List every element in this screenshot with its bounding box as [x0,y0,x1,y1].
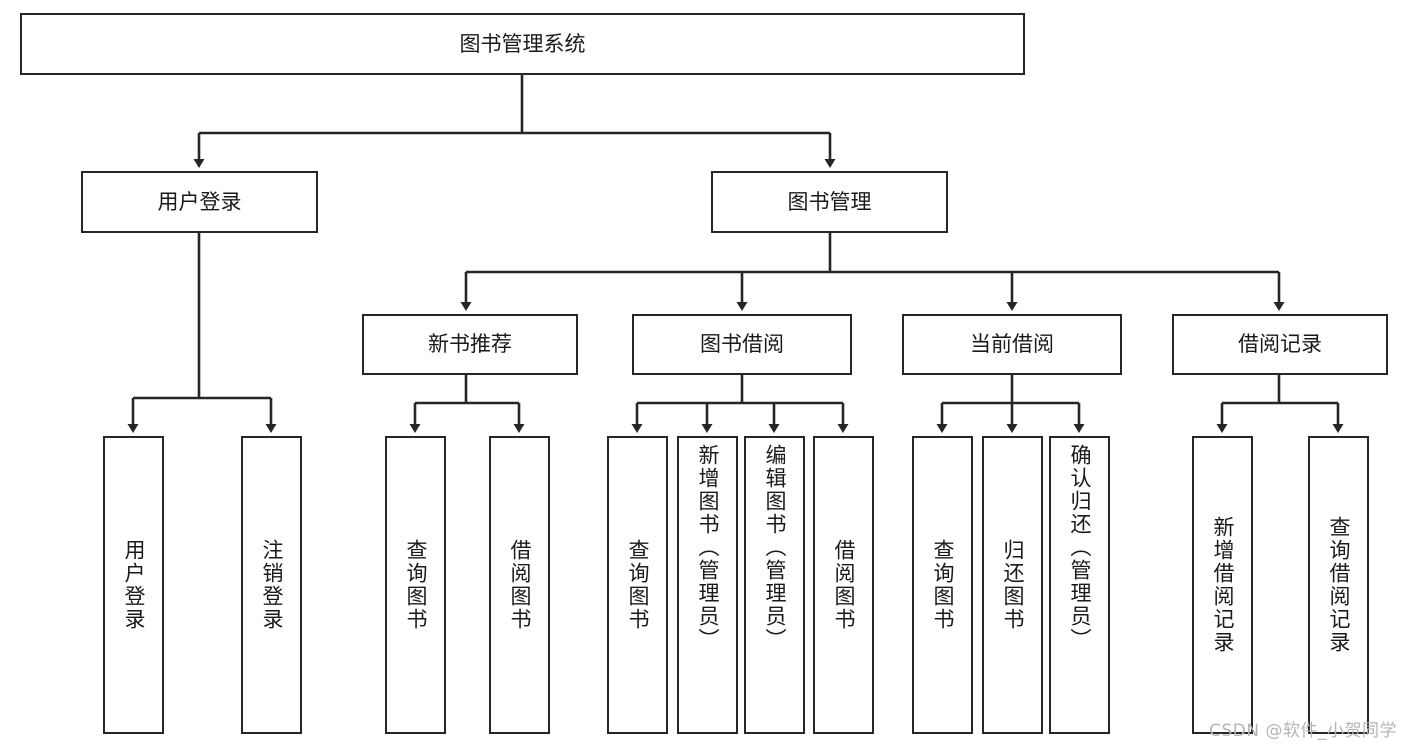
leaf-current-return-book[interactable]: 归还图书 [982,436,1043,734]
leaf-user-login-signin-label: 用户登录 [122,539,146,631]
leaf-user-login-signin[interactable]: 用户登录 [103,436,164,734]
node-current-borrow-label: 当前借阅 [970,332,1054,357]
leaf-records-query-record-label: 查询借阅记录 [1327,516,1351,654]
node-new-book-recommend[interactable]: 新书推荐 [362,314,578,375]
leaf-records-add-record-label: 新增借阅记录 [1211,516,1235,654]
leaf-user-login-signout-label: 注销登录 [260,539,284,631]
leaf-borrow-borrow-book[interactable]: 借阅图书 [813,436,874,734]
leaf-current-query-book[interactable]: 查询图书 [912,436,973,734]
node-book-borrow[interactable]: 图书借阅 [632,314,852,375]
node-current-borrow[interactable]: 当前借阅 [902,314,1122,375]
node-root-label: 图书管理系统 [459,31,586,56]
node-book-borrow-label: 图书借阅 [700,332,784,357]
node-book-management[interactable]: 图书管理 [711,171,948,233]
leaf-borrow-edit-book-label: 编辑图书（管理员） [763,444,787,651]
leaf-borrow-add-book[interactable]: 新增图书（管理员） [677,436,738,734]
leaf-records-add-record[interactable]: 新增借阅记录 [1192,436,1253,734]
leaf-new-book-borrow[interactable]: 借阅图书 [489,436,550,734]
leaf-borrow-query-book[interactable]: 查询图书 [607,436,668,734]
leaf-new-book-query-label: 查询图书 [404,539,428,631]
node-user-login-label: 用户登录 [157,189,242,214]
leaf-new-book-query[interactable]: 查询图书 [385,436,446,734]
leaf-user-login-signout[interactable]: 注销登录 [241,436,302,734]
leaf-records-query-record[interactable]: 查询借阅记录 [1308,436,1369,734]
leaf-current-return-book-label: 归还图书 [1001,539,1025,631]
leaf-borrow-borrow-book-label: 借阅图书 [832,539,856,631]
node-new-book-recommend-label: 新书推荐 [428,332,512,357]
node-borrow-records[interactable]: 借阅记录 [1172,314,1388,375]
leaf-current-confirm-return-label: 确认归还（管理员） [1068,444,1092,651]
node-user-login[interactable]: 用户登录 [81,171,318,233]
leaf-new-book-borrow-label: 借阅图书 [508,539,532,631]
leaf-current-confirm-return[interactable]: 确认归还（管理员） [1049,436,1110,734]
watermark: CSDN @软件_小贺同学 [1209,721,1397,741]
leaf-current-query-book-label: 查询图书 [931,539,955,631]
node-book-management-label: 图书管理 [787,189,872,214]
node-borrow-records-label: 借阅记录 [1238,332,1322,357]
node-root[interactable]: 图书管理系统 [20,13,1025,75]
leaf-borrow-query-book-label: 查询图书 [626,539,650,631]
leaf-borrow-add-book-label: 新增图书（管理员） [696,444,720,651]
leaf-borrow-edit-book[interactable]: 编辑图书（管理员） [744,436,805,734]
